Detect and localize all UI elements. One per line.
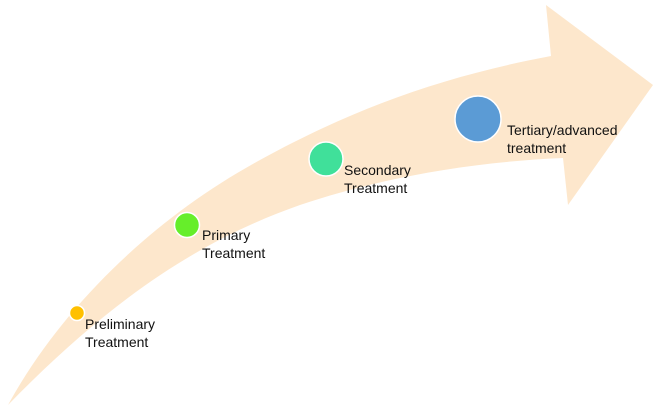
tertiary-stage-dot [454,95,502,143]
label-line: Tertiary/advanced [507,122,618,138]
primary-stage-label: Primary Treatment [202,226,265,262]
label-line: Primary [202,227,251,243]
secondary-stage-dot [308,141,344,177]
preliminary-stage-label: Preliminary Treatment [85,315,155,351]
secondary-stage-label: Secondary Treatment [344,161,411,197]
label-line: Secondary [344,162,411,178]
primary-stage-dot [173,211,201,239]
label-line: Treatment [344,180,408,196]
preliminary-stage-dot [68,304,86,322]
tertiary-stage-label: Tertiary/advanced treatment [507,121,618,157]
label-line: Preliminary [85,316,156,332]
label-line: Treatment [85,334,149,350]
label-line: Treatment [202,245,266,261]
label-line: treatment [507,140,567,156]
